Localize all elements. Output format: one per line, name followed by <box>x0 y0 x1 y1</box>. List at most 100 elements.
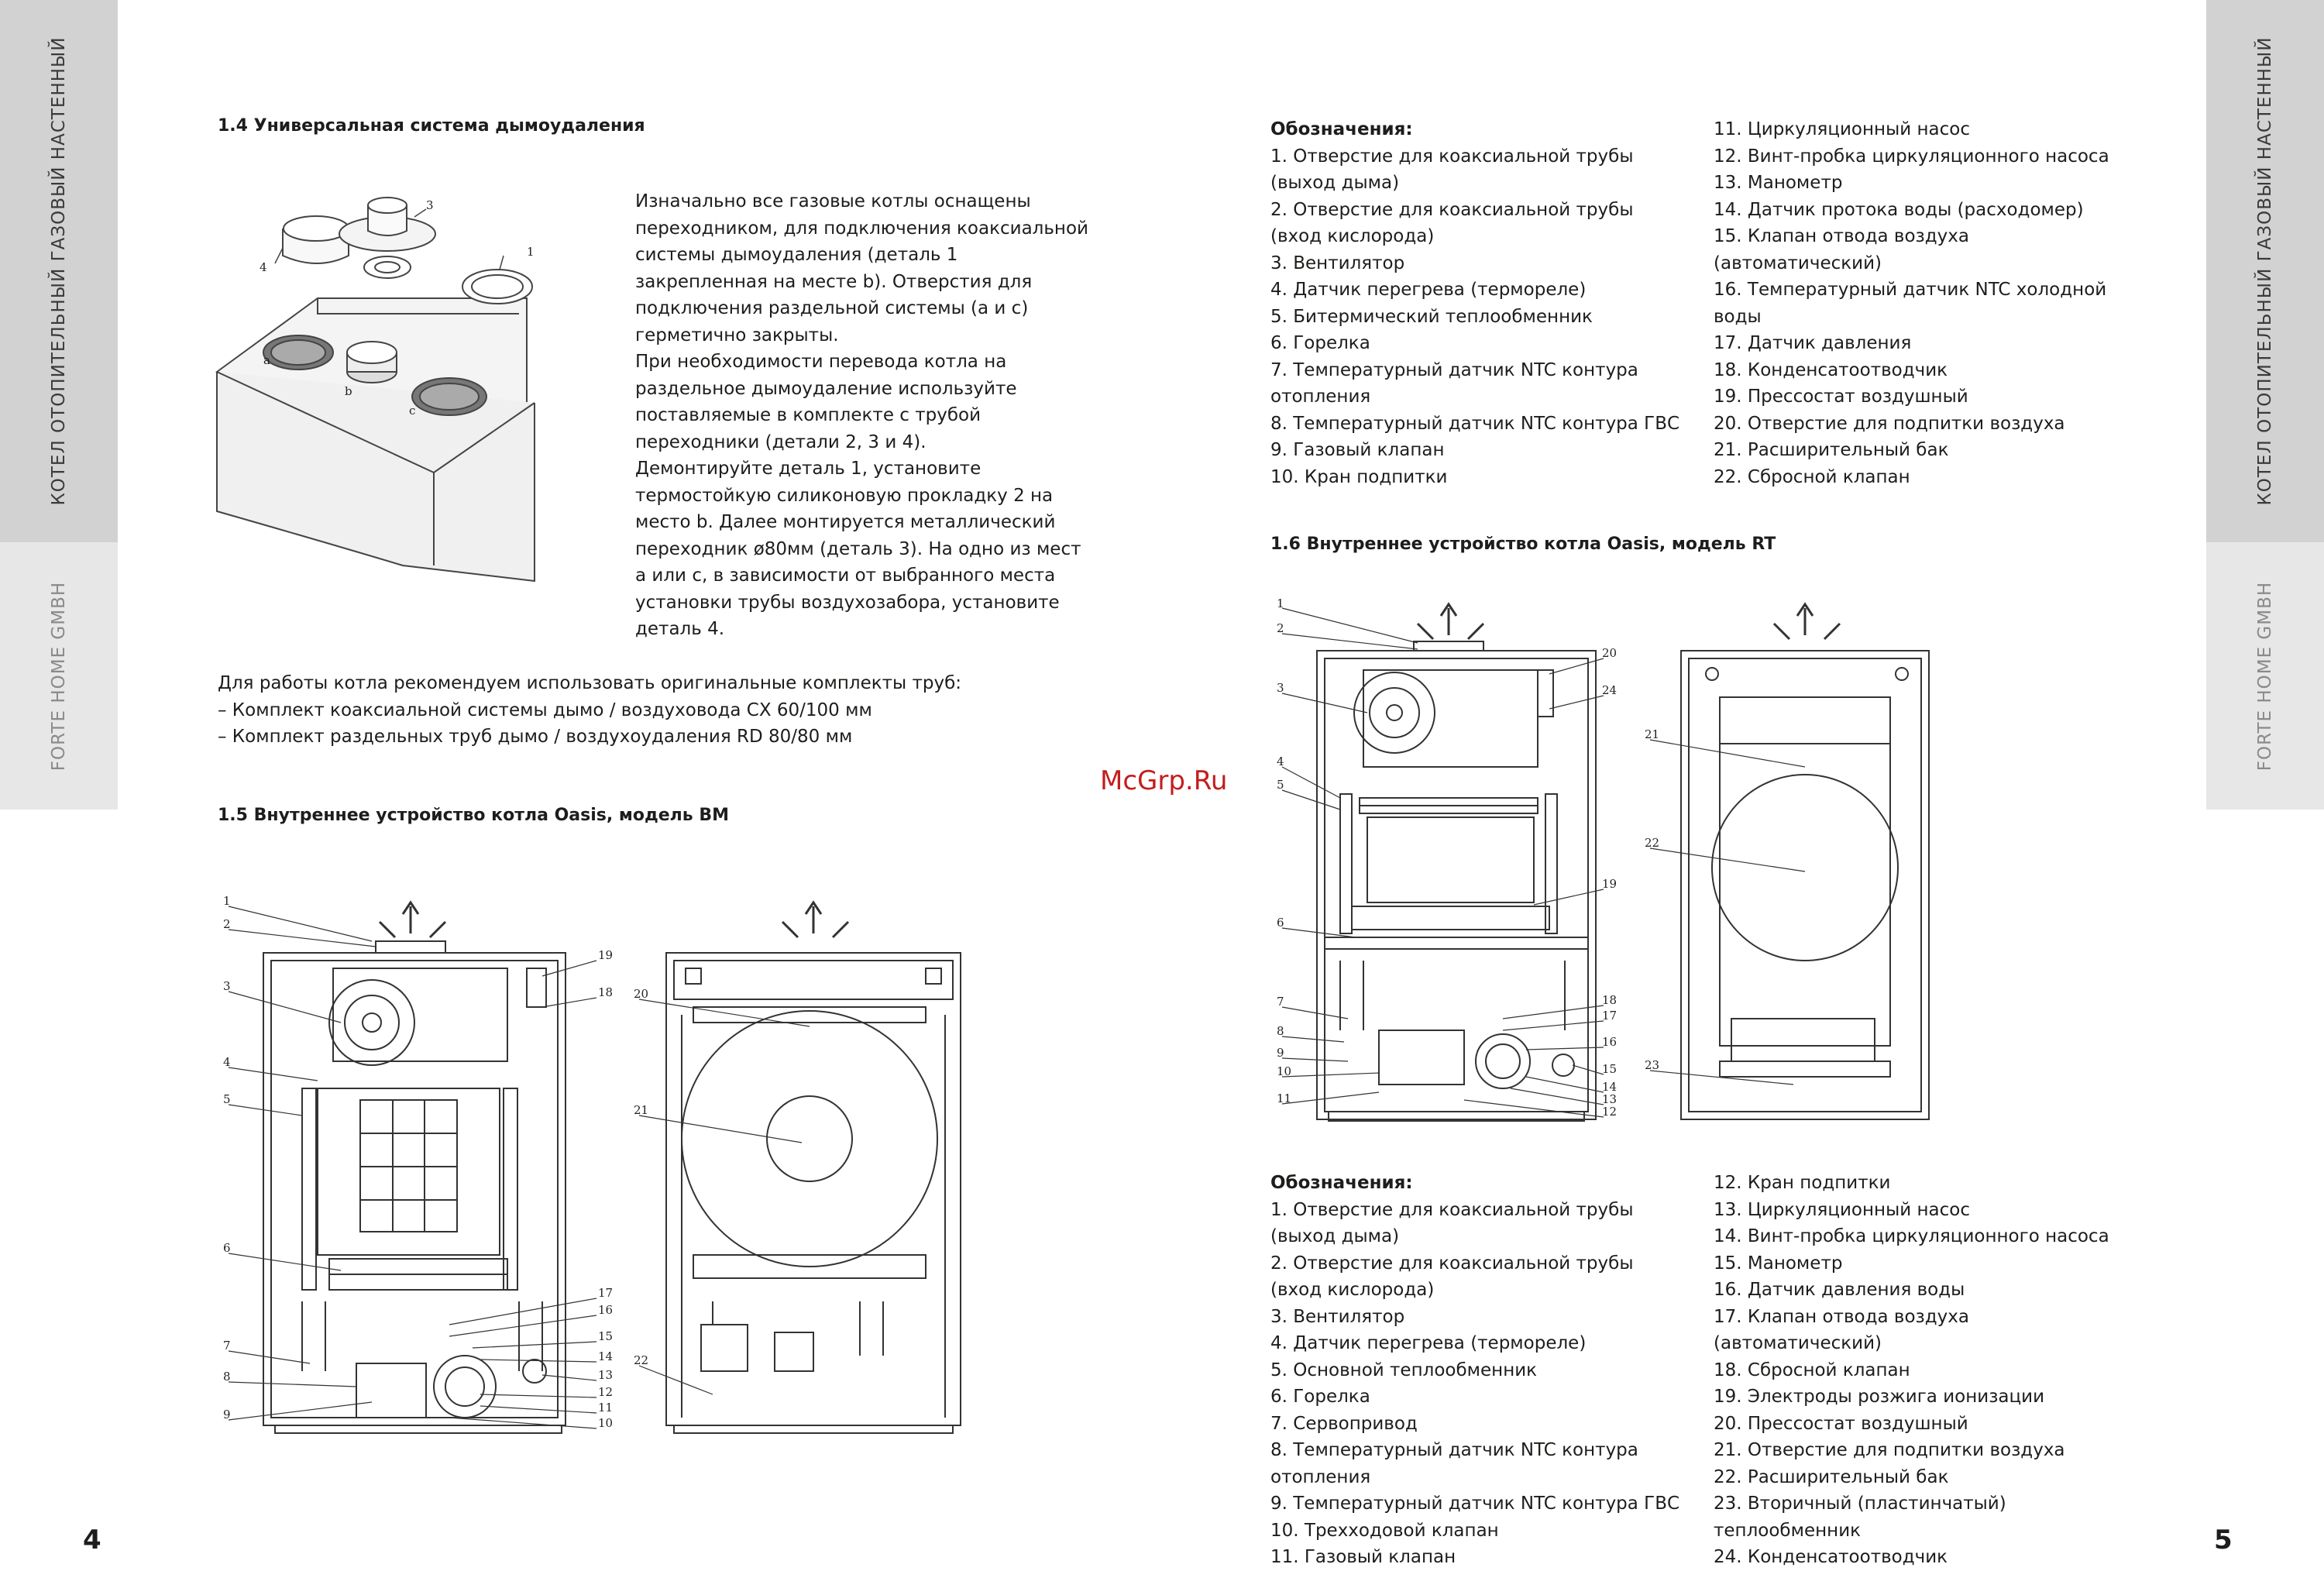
section-1-4-title: 1.4 Универсальная система дымоудаления <box>218 116 645 136</box>
rt-front-label: 24 <box>1602 683 1617 697</box>
legend-rt-col1: Обозначения: 1. Отверстие для коаксиальн… <box>1270 1170 1679 1571</box>
rt-front-label: 9 <box>1277 1046 1284 1060</box>
bm-front-label: 12 <box>598 1385 613 1399</box>
text-line: а или с, в зависимости от выбранного мес… <box>635 565 1056 586</box>
legend-item: (вход кислорода) <box>1270 1280 1435 1300</box>
bm-front-label: 18 <box>598 985 613 999</box>
bm-back-label: 22 <box>634 1353 648 1367</box>
legend-item: 12. Винт-пробка циркуляционного насоса <box>1714 146 2109 167</box>
legend-item: 11. Газовый клапан <box>1270 1547 1456 1567</box>
legend-bm-col1: Обозначения: 1. Отверстие для коаксиальн… <box>1270 116 1679 490</box>
text-line: переходником, для подключения коаксиальн… <box>635 218 1088 239</box>
right-sidebar-band-bottom: FORTE HOME GMBH <box>2206 542 2324 810</box>
legend-item: (автоматический) <box>1714 253 1882 273</box>
boiler-rt-front-diagram: 1 2 3 4 5 6 7 8 9 10 11 20 24 19 18 17 1… <box>1277 596 1617 1122</box>
rt-front-label: 19 <box>1602 877 1617 891</box>
rt-front-label: 7 <box>1277 995 1284 1009</box>
text-line: поставляемые в комплекте с трубой <box>635 405 982 425</box>
bm-front-label: 15 <box>598 1329 613 1343</box>
bm-front-label: 11 <box>598 1401 613 1415</box>
rt-front-label: 2 <box>1277 621 1284 635</box>
page-number-right: 5 <box>2214 1525 2233 1556</box>
text-line: раздельное дымоудаление используйте <box>635 378 1017 399</box>
legend-title: Обозначения: <box>1270 1173 1413 1193</box>
legend-item: 19. Электроды розжига ионизации <box>1714 1387 2045 1407</box>
rt-front-label: 8 <box>1277 1024 1284 1038</box>
legend-item: 24. Конденсатоотводчик <box>1714 1547 1948 1567</box>
right-sidebar-brand: FORTE HOME GMBH <box>2255 581 2275 771</box>
legend-item: 20. Отверстие для подпитки воздуха <box>1714 413 2065 434</box>
text-line: переходник ø80мм (деталь 3). На одно из … <box>635 538 1081 559</box>
legend-item: 5. Битермический теплообменник <box>1270 306 1593 327</box>
legend-item: 7. Сервопривод <box>1270 1413 1418 1434</box>
label-part-1: 1 <box>527 245 535 259</box>
label-part-3: 3 <box>426 198 434 212</box>
bm-front-label: 8 <box>223 1370 231 1384</box>
rt-front-label: 3 <box>1277 681 1284 695</box>
bm-front-label: 14 <box>598 1349 613 1363</box>
text-line: – Комплект раздельных труб дымо / воздух… <box>218 727 853 747</box>
bm-back-label: 21 <box>634 1103 648 1117</box>
left-sidebar-band-top: КОТЕЛ ОТОПИТЕЛЬНЫЙ ГАЗОВЫЙ НАСТЕННЫЙ <box>0 0 118 542</box>
rt-back-label: 22 <box>1645 836 1659 850</box>
boiler-rt-back-diagram: 21 22 23 <box>1645 602 1930 1120</box>
text-line: термостойкую силиконовую прокладку 2 на <box>635 485 1054 506</box>
boiler-bm-front-diagram: 1 2 3 4 5 6 7 8 9 19 18 17 16 15 14 13 1… <box>223 894 613 1434</box>
legend-item: воды <box>1714 306 1762 327</box>
page-number-left: 4 <box>83 1525 101 1556</box>
text-line: герметично закрыты. <box>635 325 839 345</box>
text-line: переходники (детали 2, 3 и 4). <box>635 431 927 452</box>
rt-front-label: 11 <box>1277 1091 1291 1105</box>
legend-item: 22. Расширительный бак <box>1714 1466 1949 1487</box>
rt-front-label: 17 <box>1602 1009 1617 1023</box>
bm-front-label: 13 <box>598 1368 613 1382</box>
recommend-text: Для работы котла рекомендуем использоват… <box>218 670 961 751</box>
legend-item: 22. Сбросной клапан <box>1714 466 1910 487</box>
legend-item: 10. Трехходовой клапан <box>1270 1520 1499 1541</box>
legend-item: 17. Датчик давления <box>1714 333 1912 353</box>
legend-item: 5. Основной теплообменник <box>1270 1360 1538 1380</box>
legend-item: 9. Газовый клапан <box>1270 440 1445 460</box>
legend-item: (выход дыма) <box>1270 173 1400 193</box>
left-sidebar-band-bottom: FORTE HOME GMBH <box>0 542 118 810</box>
legend-item: 3. Вентилятор <box>1270 1306 1405 1327</box>
legend-item: 7. Температурный датчик NTC контура <box>1270 359 1638 380</box>
legend-item: 16. Температурный датчик NTC холодной <box>1714 280 2107 300</box>
legend-item: 1. Отверстие для коаксиальной трубы <box>1270 1199 1634 1220</box>
bm-front-label: 3 <box>223 979 231 993</box>
bm-back-label: 20 <box>634 987 648 1001</box>
legend-item: 3. Вентилятор <box>1270 253 1405 273</box>
rt-front-label: 14 <box>1602 1080 1617 1094</box>
label-opening-a: a <box>263 353 270 367</box>
legend-item: 6. Горелка <box>1270 1387 1370 1407</box>
rt-front-label: 10 <box>1277 1064 1291 1078</box>
legend-item: 10. Кран подпитки <box>1270 466 1448 487</box>
label-opening-b: b <box>345 384 352 398</box>
legend-item: 19. Прессостат воздушный <box>1714 387 1968 407</box>
legend-item: (вход кислорода) <box>1270 226 1435 246</box>
rt-front-label: 13 <box>1602 1092 1617 1106</box>
legend-rt-col2: 12. Кран подпитки 13. Циркуляционный нас… <box>1714 1170 2109 1571</box>
legend-item: 12. Кран подпитки <box>1714 1173 1891 1193</box>
legend-item: 14. Датчик протока воды (расходомер) <box>1714 199 2084 220</box>
left-sidebar-brand: FORTE HOME GMBH <box>49 581 69 771</box>
legend-item: 8. Температурный датчик NTC контура <box>1270 1440 1638 1460</box>
legend-item: 20. Прессостат воздушный <box>1714 1413 1968 1434</box>
legend-item: 2. Отверстие для коаксиальной трубы <box>1270 1253 1634 1274</box>
legend-item: 4. Датчик перегрева (термореле) <box>1270 1333 1587 1353</box>
section-1-4-text: Изначально все газовые котлы оснащены пе… <box>635 188 1088 643</box>
legend-item: 18. Конденсатоотводчик <box>1714 359 1948 380</box>
text-line: деталь 4. <box>635 619 725 639</box>
legend-item: отопления <box>1270 387 1371 407</box>
rt-front-label: 15 <box>1602 1062 1617 1076</box>
legend-item: 18. Сбросной клапан <box>1714 1360 1910 1380</box>
legend-item: 8. Температурный датчик NTC контура ГВС <box>1270 413 1680 434</box>
text-line: Демонтируйте деталь 1, установите <box>635 459 982 479</box>
legend-item: 15. Манометр <box>1714 1253 1843 1274</box>
bm-front-label: 16 <box>598 1303 613 1317</box>
bm-front-label: 7 <box>223 1339 231 1353</box>
text-line: закрепленная на месте b). Отверстия для <box>635 271 1033 292</box>
text-line: установки трубы воздухозабора, установит… <box>635 592 1060 613</box>
right-sidebar-band-top: КОТЕЛ ОТОПИТЕЛЬНЫЙ ГАЗОВЫЙ НАСТЕННЫЙ <box>2206 0 2324 542</box>
bm-front-label: 4 <box>223 1055 231 1069</box>
